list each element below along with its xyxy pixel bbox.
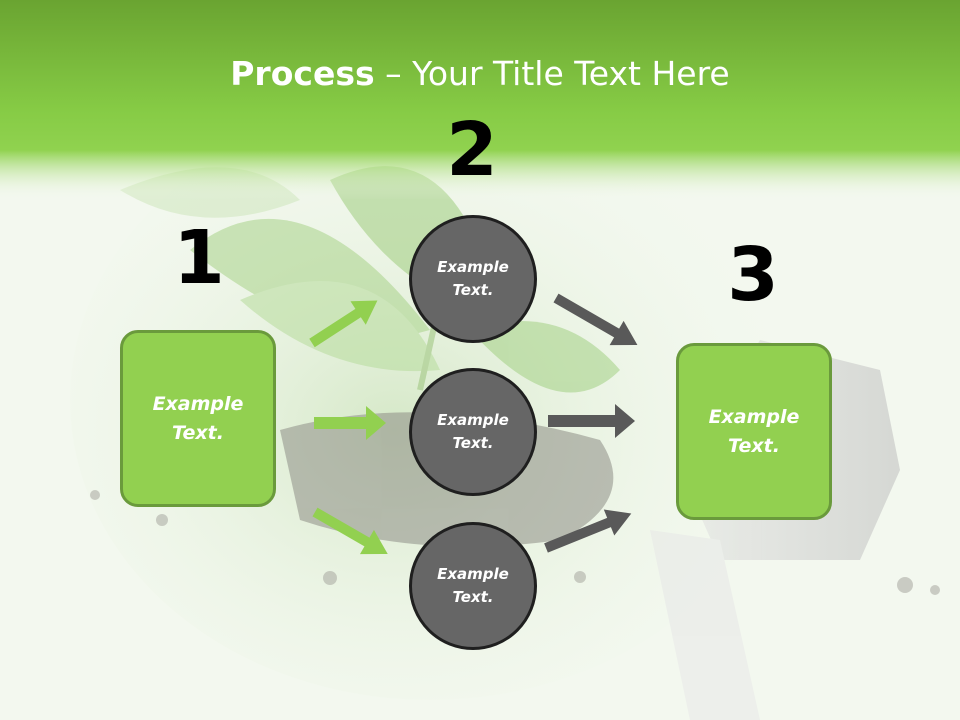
gray-arrow-up-icon — [544, 509, 632, 553]
circle-middle: Example Text. — [409, 368, 537, 496]
circle-middle-text: Example Text. — [437, 411, 509, 452]
left-box-text: Example Text. — [152, 392, 244, 444]
circle-top: Example Text. — [409, 215, 537, 343]
green-arrow-up-icon — [309, 300, 378, 348]
right-box-text: Example Text. — [708, 405, 800, 457]
green-arrow-down-icon — [312, 507, 388, 555]
step-number-3: 3 — [727, 232, 779, 318]
title-bold: Process — [230, 54, 375, 93]
title-rest: – Your Title Text Here — [374, 54, 730, 93]
circle-bottom: Example Text. — [409, 522, 537, 650]
gray-arrow-down-icon — [553, 293, 638, 346]
slide-title: Process – Your Title Text Here — [0, 52, 960, 96]
left-box: Example Text. — [120, 330, 276, 507]
green-arrow-right-icon — [314, 406, 386, 440]
step-number-1: 1 — [173, 215, 225, 301]
gray-arrow-right-icon — [548, 404, 635, 438]
circle-top-text: Example Text. — [437, 258, 509, 299]
step-number-2: 2 — [446, 107, 498, 193]
circle-bottom-text: Example Text. — [437, 565, 509, 606]
right-box: Example Text. — [676, 343, 832, 520]
